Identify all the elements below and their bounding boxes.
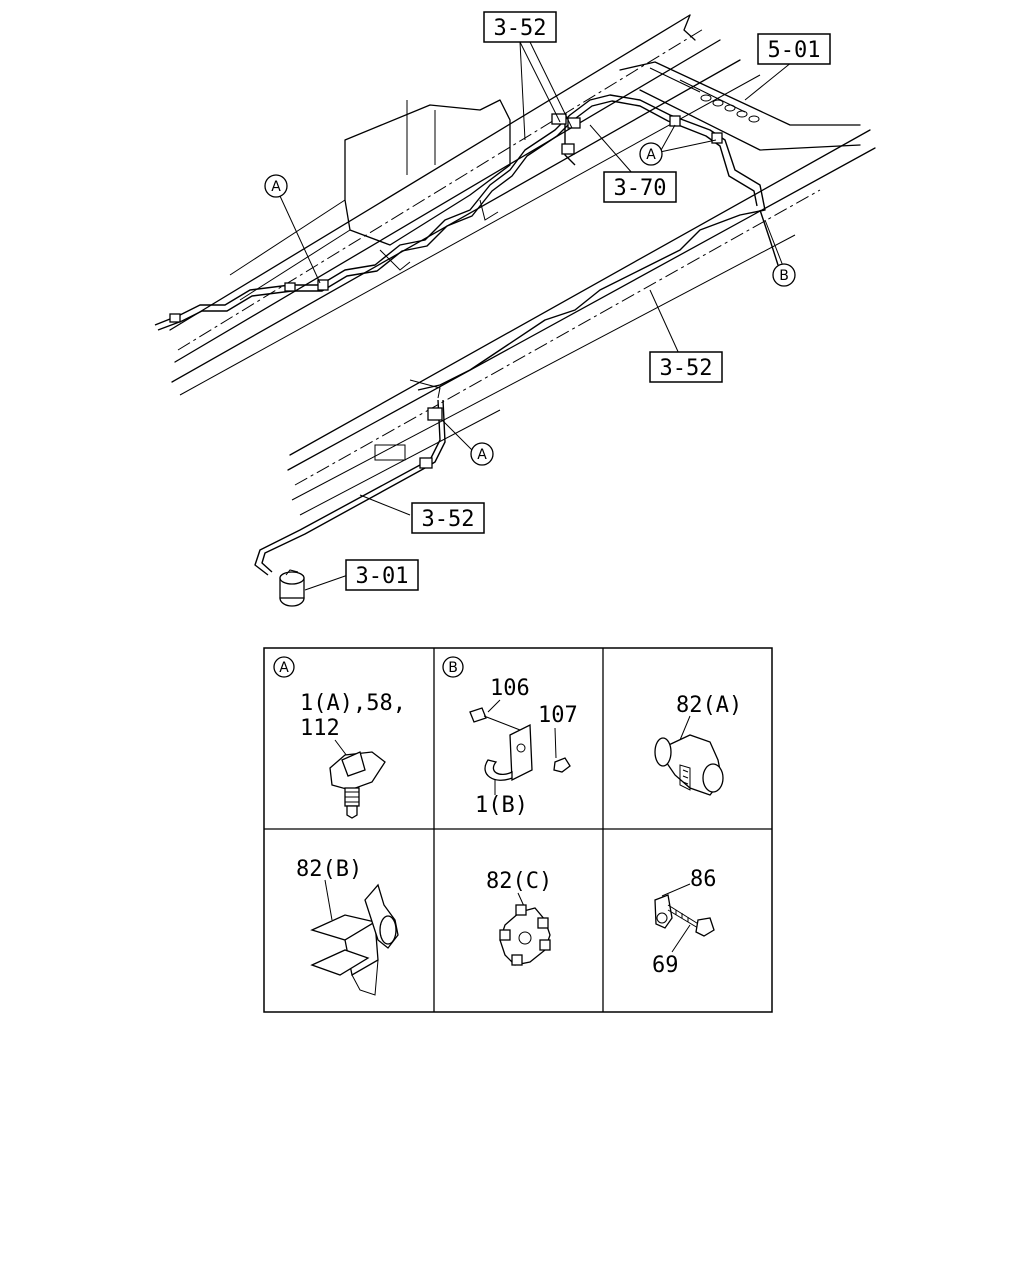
detail-table [263, 647, 773, 1013]
pipe-clip-82b-icon [310, 883, 399, 996]
ref-box-3-52-mid[interactable]: 3-52 [649, 351, 723, 383]
detail-cell-c: 82(A) [654, 693, 742, 796]
ref-box-5-01[interactable]: 5-01 [757, 33, 831, 65]
callout-a-mid: A [470, 442, 494, 466]
callout-a-top: A [639, 142, 663, 166]
ref-label: 3-52 [494, 16, 547, 41]
cell-d-part-82b: 82(B) [296, 857, 362, 882]
ref-label: 3-01 [356, 564, 409, 589]
clip-fastener-icon [329, 751, 386, 819]
detail-cell-a: A 1(A),58, 112 [273, 656, 406, 819]
svg-text:A: A [279, 660, 289, 676]
svg-text:B: B [448, 660, 458, 676]
bracket-bolt-nut-icon [469, 707, 571, 782]
cell-b-part-106: 106 [490, 676, 530, 701]
callout-b-right: B [772, 263, 796, 287]
ref-box-3-52-top[interactable]: 3-52 [483, 11, 557, 43]
ref-box-3-70[interactable]: 3-70 [603, 171, 677, 203]
wheel-cylinder-icon [279, 569, 305, 607]
svg-text:B: B [779, 268, 789, 284]
detail-cell-f: 86 69 [652, 867, 717, 978]
cell-b-part-107: 107 [538, 703, 578, 728]
ref-box-3-01[interactable]: 3-01 [345, 559, 419, 591]
cell-e-part-82c: 82(C) [486, 869, 552, 894]
svg-text:A: A [271, 179, 281, 195]
cell-b-part-1b: 1(B) [475, 793, 528, 818]
callout-a-left: A [264, 174, 288, 198]
cell-c-part-82a: 82(A) [676, 693, 742, 718]
ref-label: 3-52 [660, 356, 713, 381]
clamp-bolt-icon [654, 894, 715, 937]
frame-assembly [169, 14, 876, 516]
cell-a-parts-line1: 1(A),58, [300, 691, 406, 716]
cell-f-part-86: 86 [690, 867, 717, 892]
detail-cell-e: 82(C) [486, 869, 552, 966]
detail-cell-d: 82(B) [296, 857, 399, 996]
ref-box-3-52-low[interactable]: 3-52 [411, 502, 485, 534]
leader-lines [279, 41, 793, 591]
brake-pipes [154, 94, 779, 607]
cell-f-part-69: 69 [652, 953, 679, 978]
cell-b-tag: B [442, 656, 464, 678]
cell-a-parts-line2: 112 [300, 716, 340, 741]
svg-text:A: A [477, 447, 487, 463]
cell-a-tag: A [273, 656, 295, 678]
ref-label: 3-52 [422, 507, 475, 532]
ref-label: 3-70 [614, 176, 667, 201]
ref-label: 5-01 [768, 38, 821, 63]
pipe-clip-82c-icon [499, 904, 551, 966]
detail-cell-b: B 106 107 1(B) [442, 656, 578, 818]
pipe-clip-82a-icon [654, 734, 724, 796]
svg-text:A: A [646, 147, 656, 163]
